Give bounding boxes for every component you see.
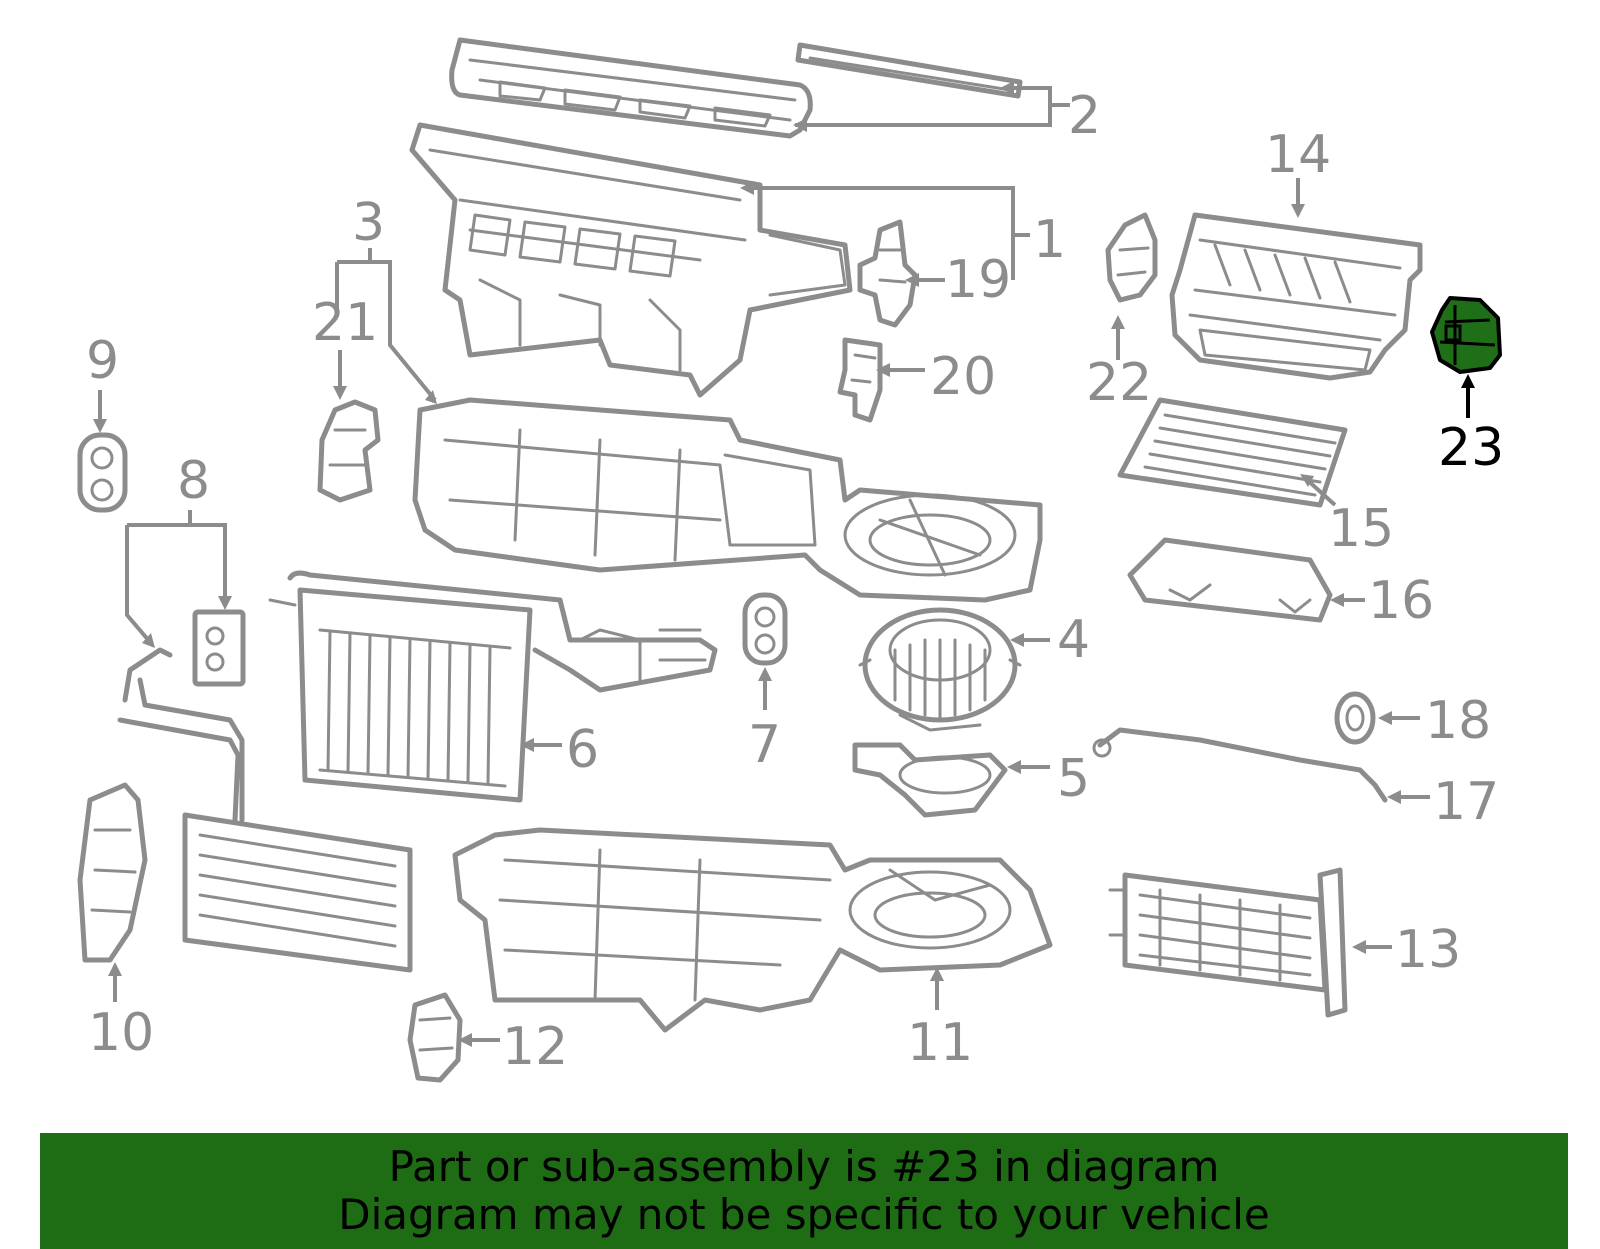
callout-14: 14 bbox=[1265, 125, 1331, 185]
callout-5: 5 bbox=[1057, 749, 1090, 809]
callout-numbers: 1 2 3 4 5 6 7 8 9 10 11 12 13 14 15 16 1… bbox=[86, 86, 1504, 1077]
part-9-grommet bbox=[77, 432, 128, 513]
part-11-lower-case bbox=[452, 827, 1053, 1033]
part-10-tubes bbox=[77, 647, 245, 963]
part-22-actuator bbox=[1105, 212, 1158, 303]
callout-21: 21 bbox=[312, 293, 378, 353]
callout-20: 20 bbox=[930, 347, 996, 407]
part-12-resistor bbox=[407, 992, 463, 1083]
part-heater-core bbox=[182, 812, 413, 973]
part-5-ring bbox=[852, 742, 1008, 818]
part-1-upper-case bbox=[409, 122, 853, 398]
callout-4: 4 bbox=[1057, 610, 1090, 670]
callout-10: 10 bbox=[88, 1003, 154, 1063]
part-16-door bbox=[1127, 537, 1333, 623]
callout-23: 23 bbox=[1438, 418, 1504, 478]
part-20-bracket bbox=[837, 337, 883, 423]
callout-22: 22 bbox=[1086, 353, 1152, 413]
callout-1: 1 bbox=[1033, 210, 1066, 270]
callout-8: 8 bbox=[177, 451, 210, 511]
banner-line-2: Diagram may not be specific to your vehi… bbox=[338, 1190, 1270, 1239]
arrowheads bbox=[93, 81, 1475, 1047]
part-6-evaporator bbox=[268, 570, 718, 803]
callout-11: 11 bbox=[907, 1013, 973, 1073]
part-2-cover bbox=[449, 37, 1023, 139]
callout-12: 12 bbox=[502, 1017, 568, 1077]
part-13-heater-element bbox=[1108, 867, 1348, 1018]
banner-line-1: Part or sub-assembly is #23 in diagram bbox=[388, 1142, 1220, 1191]
callout-9: 9 bbox=[86, 331, 119, 391]
part-23-highlighted bbox=[1430, 296, 1502, 374]
callout-15: 15 bbox=[1328, 499, 1394, 559]
callout-6: 6 bbox=[566, 720, 599, 780]
part-17-drain-tube bbox=[1092, 727, 1388, 803]
part-14-housing bbox=[1169, 212, 1423, 381]
part-3-main-case bbox=[412, 397, 1043, 603]
leader-lines bbox=[98, 86, 1470, 1042]
part-19-bracket bbox=[857, 219, 918, 328]
callout-19: 19 bbox=[945, 250, 1011, 310]
callout-13: 13 bbox=[1395, 920, 1461, 980]
info-banner: Part or sub-assembly is #23 in diagram D… bbox=[40, 1133, 1568, 1249]
callout-7: 7 bbox=[748, 715, 781, 775]
callout-2: 2 bbox=[1068, 86, 1101, 146]
callout-17: 17 bbox=[1433, 772, 1499, 832]
callout-18: 18 bbox=[1425, 691, 1491, 751]
part-8-gasket bbox=[192, 609, 246, 687]
part-18-grommet bbox=[1334, 691, 1376, 745]
part-7-grommet bbox=[742, 592, 788, 666]
part-21-actuator bbox=[317, 399, 381, 503]
callout-16: 16 bbox=[1368, 571, 1434, 631]
callout-3: 3 bbox=[352, 193, 385, 253]
part-4-blower bbox=[858, 607, 1022, 732]
part-15-filter bbox=[1117, 397, 1348, 508]
